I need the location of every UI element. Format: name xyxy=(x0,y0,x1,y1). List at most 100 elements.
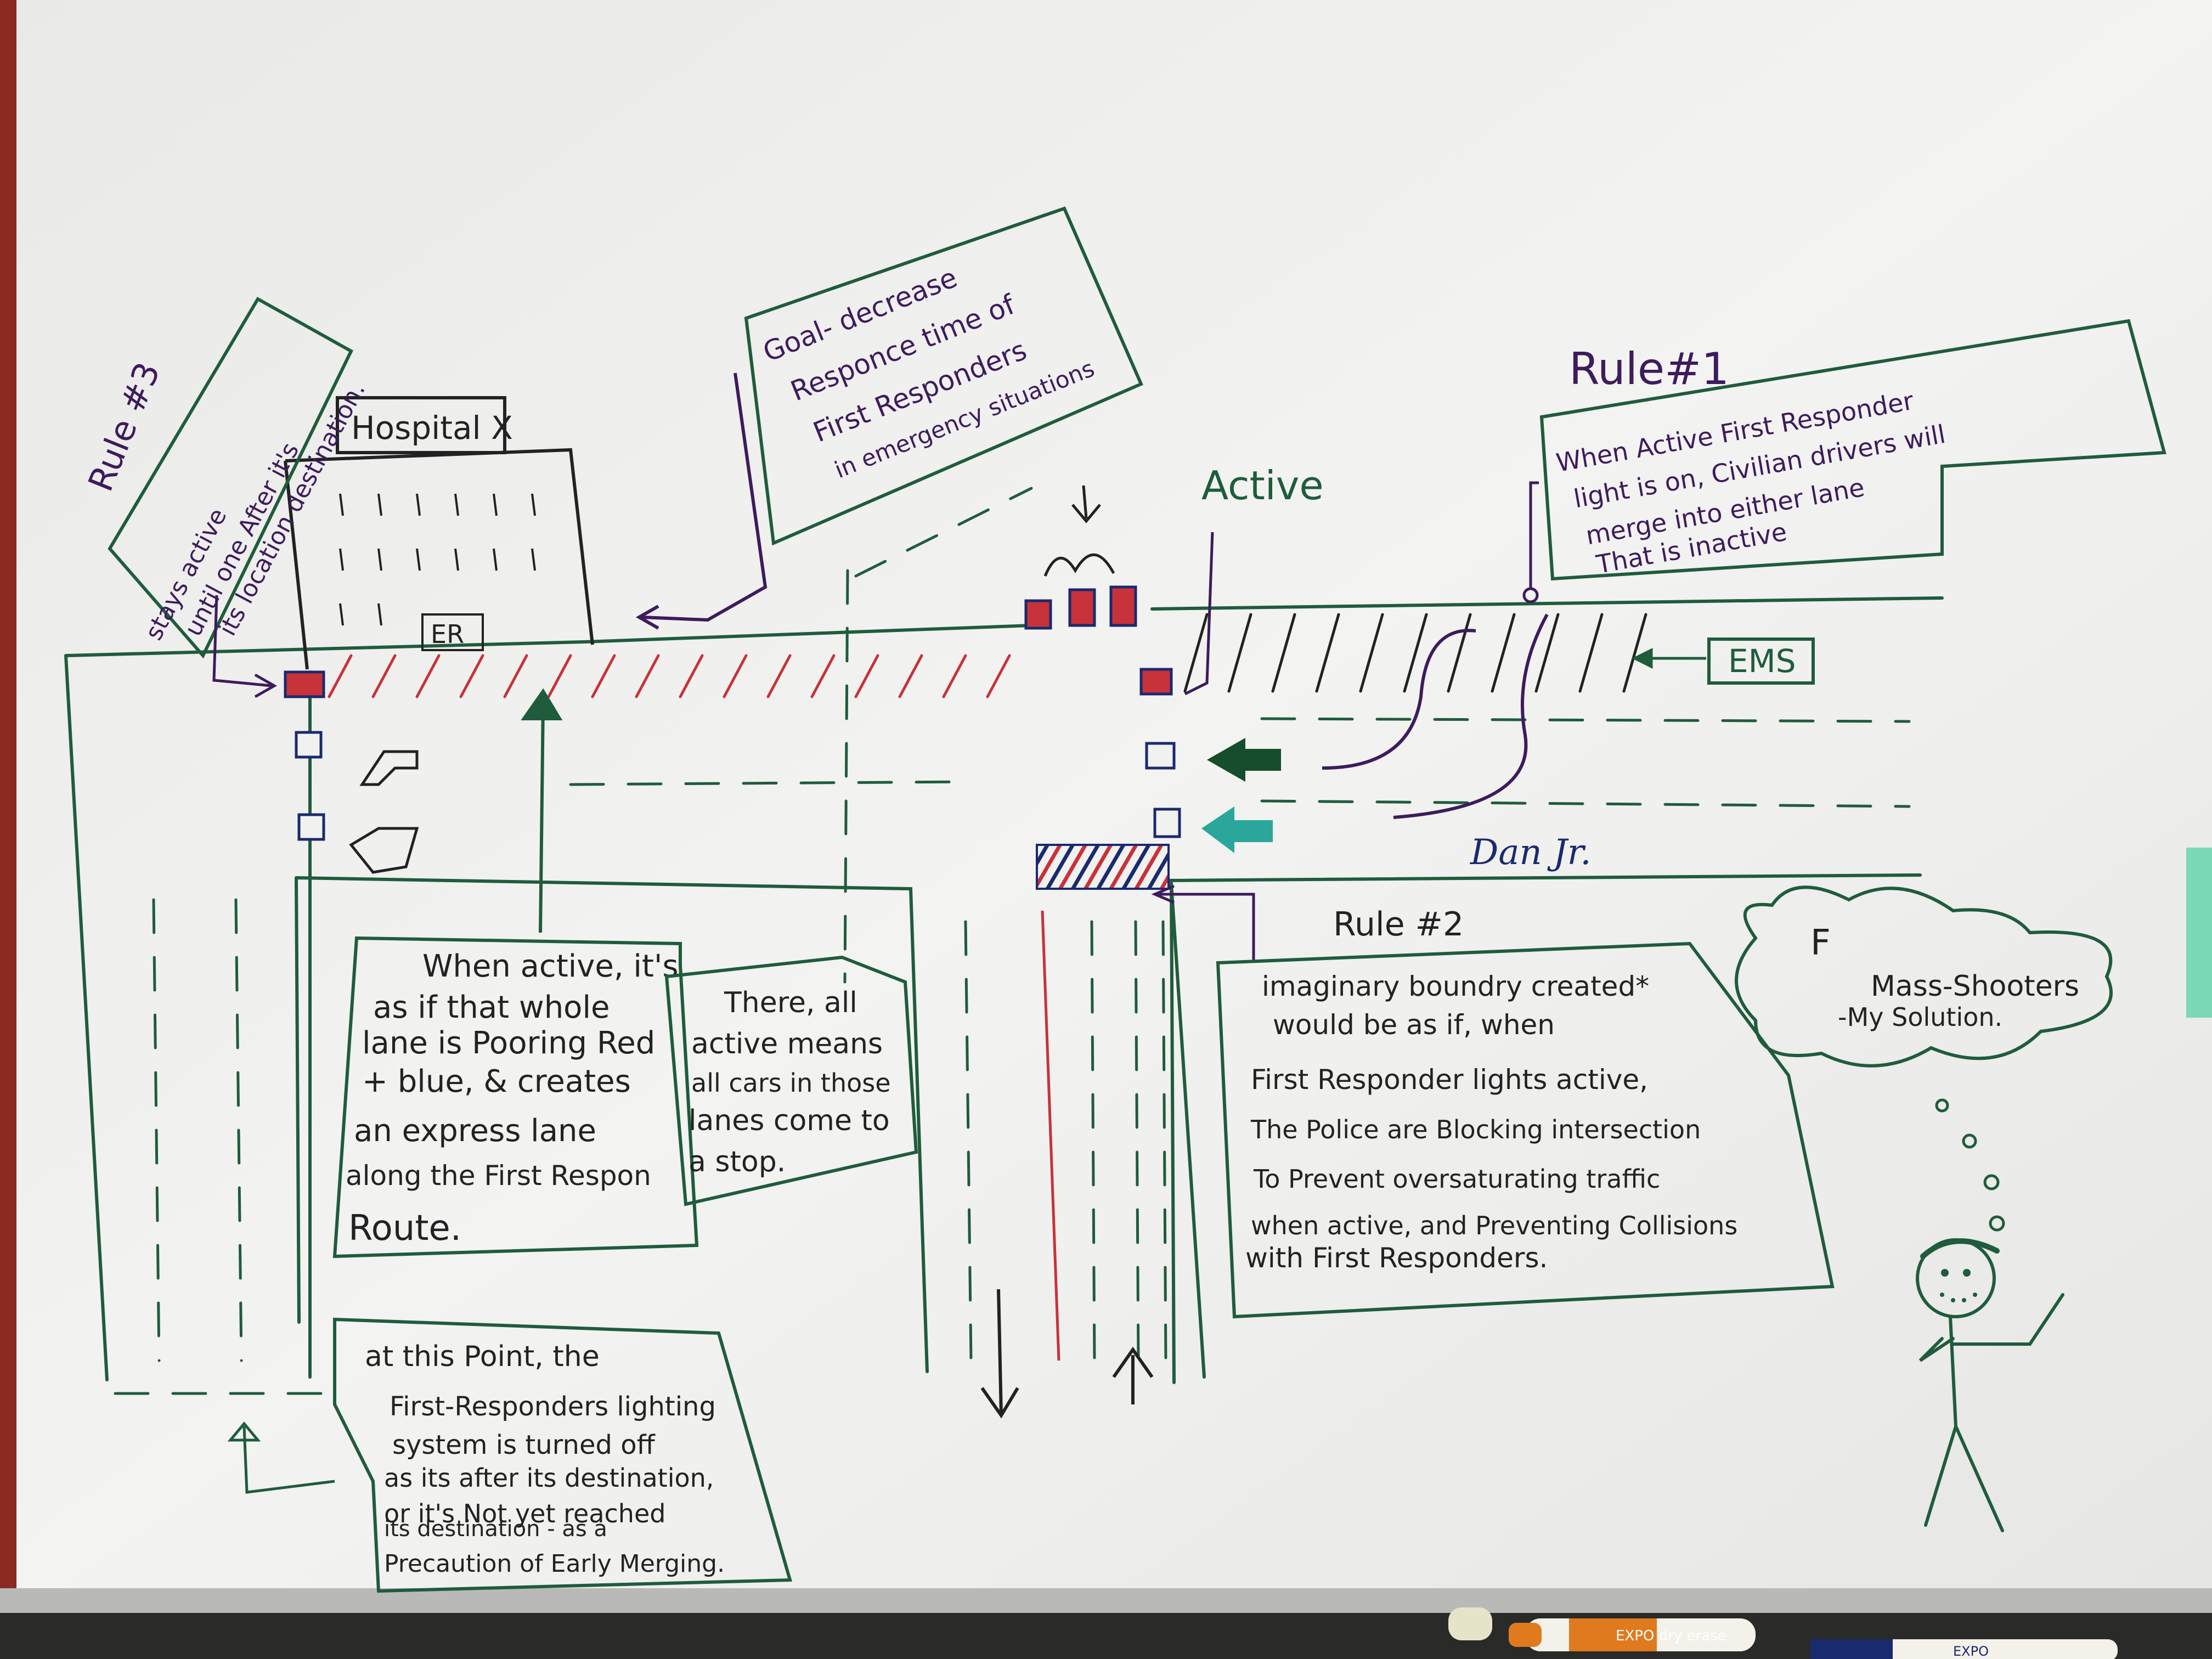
rule2-line-6: when active, and Preventing Collisions xyxy=(1251,1211,1737,1240)
rule3-pointer xyxy=(212,595,278,698)
marker-right-brand: EXPO xyxy=(1953,1644,1989,1659)
turnoff-line-7: Precaution of Early Merging. xyxy=(384,1550,725,1578)
turnoff-line-2: First-Responders lighting xyxy=(390,1391,716,1422)
center-road-lane-2 xyxy=(1090,920,1096,1362)
thought-line-1: F xyxy=(1810,923,1831,963)
turn-arrows-left-road xyxy=(349,750,419,874)
rule1-pointer xyxy=(1529,481,1539,595)
stop-note-text: There, all active means all cars in thos… xyxy=(689,986,891,1178)
stop-line-5: a stop. xyxy=(689,1146,786,1178)
rule2-box xyxy=(1216,941,1835,1319)
turnoff-line-4: as its after its destination, xyxy=(384,1463,714,1493)
hospital-building xyxy=(284,448,594,670)
stop-line-3: all cars in those xyxy=(691,1068,891,1098)
active-crosswalk xyxy=(1036,844,1170,890)
express-line-2: as if that whole xyxy=(373,990,610,1025)
main-road-lane-line-2 xyxy=(1260,717,1911,723)
center-road-lane-1 xyxy=(964,920,973,1362)
rule2-line-1: imaginary boundry created* xyxy=(1262,970,1649,1002)
red-lane-line xyxy=(1041,910,1060,1361)
thought-line-3: -My Solution. xyxy=(1838,1002,2002,1032)
active-lane-hatch-left xyxy=(328,654,1011,698)
stick-figure xyxy=(1916,1238,2064,1532)
ems-arrow-icon xyxy=(1632,647,1706,669)
main-road-lane-line-1 xyxy=(569,780,967,786)
rule1-pointer-dot xyxy=(1522,587,1539,603)
goal-box xyxy=(744,206,1143,546)
center-road-lane-3 xyxy=(1134,920,1140,1362)
main-road-bottom-edge xyxy=(1161,873,1922,882)
left-arrow-icon xyxy=(1207,738,1281,782)
express-line-1: When active, it's xyxy=(422,949,679,984)
left-road-lane-2 xyxy=(234,898,243,1362)
thought-line-2: Mass-Shooters xyxy=(1871,970,2079,1003)
stop-line-4: lanes come to xyxy=(689,1104,890,1137)
signature: Dan Jr. xyxy=(1470,832,1592,873)
center-road-right-edge xyxy=(1170,882,1206,1379)
turnoff-line-5: or it's Not yet reached xyxy=(384,1499,665,1528)
express-line-3: lane is Pooring Red xyxy=(362,1025,655,1061)
ems-label: EMS xyxy=(1728,642,1796,680)
express-note-box xyxy=(332,936,699,1259)
top-dashed-divider xyxy=(854,487,1033,578)
main-road-top-edge xyxy=(583,596,1944,644)
sticky-notes[interactable] xyxy=(2186,848,2212,1018)
marker-left[interactable]: EXPO dry erase xyxy=(1509,1618,1756,1651)
stick-figure-face xyxy=(1940,1269,1977,1302)
active-arrow-icon xyxy=(1184,532,1214,696)
turnoff-note-text: at this Point, the First-Responders ligh… xyxy=(365,1340,725,1578)
rule2-line-7: with First Responders. xyxy=(1245,1242,1548,1274)
merge-curves xyxy=(1322,613,1549,819)
marker-right[interactable]: EXPO xyxy=(1810,1639,2118,1659)
active-lane-hatch-right xyxy=(1183,613,1647,693)
stop-line-2: active means xyxy=(691,1028,883,1060)
board-surface xyxy=(0,0,2212,1602)
left-turn-arrow-icon xyxy=(1201,806,1273,853)
up-flow-arrow-icon xyxy=(1112,1346,1154,1404)
express-line-5: an express lane xyxy=(354,1113,596,1149)
express-line-6: along the First Respon xyxy=(346,1160,651,1192)
up-arrow-icon xyxy=(521,688,563,933)
turnoff-pointer xyxy=(227,1421,335,1494)
center-road-left-edge xyxy=(1170,882,1176,1384)
thought-text: F Mass-Shooters -My Solution. xyxy=(1810,923,2079,1032)
turnoff-note-box xyxy=(333,1317,792,1593)
thought-bubbles xyxy=(1935,1098,2005,1232)
rule2-line-5: To Prevent oversaturating traffic xyxy=(1253,1164,1660,1194)
rule2-line-2: would be as if, when xyxy=(1273,1009,1555,1041)
rule2-line-3: First Responder lights active, xyxy=(1251,1064,1648,1096)
rule2-line-4: The Police are Blocking intersection xyxy=(1250,1115,1701,1144)
turnoff-line-3: system is turned off xyxy=(392,1430,656,1460)
vertical-dash-dot-divider xyxy=(843,569,849,984)
express-note-text: When active, it's as if that whole lane … xyxy=(346,949,679,1249)
rule1-box xyxy=(1539,319,2166,581)
express-line-4: + blue, & creates xyxy=(362,1064,631,1099)
hospital-sign-box xyxy=(336,396,506,454)
goal-pointer xyxy=(635,373,768,630)
ems-box xyxy=(1707,637,1815,685)
rule2-title: Rule #2 xyxy=(1333,905,1464,944)
left-road-outer-edge xyxy=(64,640,586,1381)
rule2-pointer xyxy=(1151,884,1255,963)
er-sign-box xyxy=(421,613,484,651)
left-road-inner-edge xyxy=(295,876,929,1373)
express-line-7: Route. xyxy=(348,1208,461,1249)
down-arrow-icon xyxy=(980,1289,1019,1419)
stop-line-1: There, all xyxy=(724,986,857,1019)
vehicle-curve xyxy=(1043,553,1115,577)
stop-note-box xyxy=(664,955,918,1206)
hospital-sign: Hospital X xyxy=(351,409,513,447)
active-label: Active xyxy=(1201,462,1324,509)
left-road-lane-1 xyxy=(152,898,161,1362)
rule3-box xyxy=(108,296,353,659)
rule1-title: Rule#1 xyxy=(1569,343,1729,394)
board-frame-left xyxy=(0,0,16,1602)
turnoff-line-1: at this Point, the xyxy=(365,1340,600,1373)
eraser-cap[interactable] xyxy=(1448,1607,1492,1640)
marker-tray xyxy=(0,1588,2212,1613)
er-sign: ER xyxy=(431,619,464,649)
turnoff-line-6: its destination - as a xyxy=(384,1516,607,1542)
center-road-lane-4 xyxy=(1161,920,1167,1362)
